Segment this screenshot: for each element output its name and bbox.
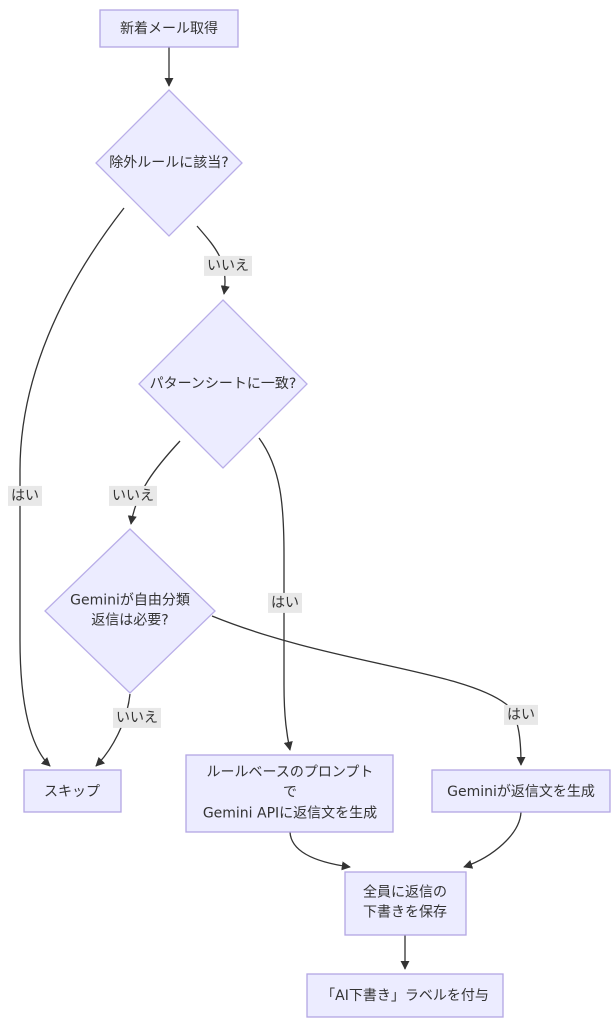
node-fetch-mail-shape — [99, 9, 239, 48]
edge-gemini-check-yes-to-gemini-generate — [211, 615, 526, 766]
edge-gemini-check-no-to-skip — [95, 693, 131, 767]
node-skip-shape — [23, 769, 122, 813]
node-add-label-shape — [306, 973, 504, 1018]
edge-pattern-yes-to-rule-prompt — [258, 437, 293, 751]
edge-exclusion-yes-to-skip — [19, 207, 125, 767]
edges — [19, 47, 526, 970]
decision-gemini-check-shape — [44, 528, 216, 694]
node-save-draft-shape — [344, 871, 467, 936]
edge-exclusion-no-to-pattern — [196, 225, 230, 295]
edge-pattern-no-to-gemini-check — [127, 440, 181, 525]
edge-gemini-generate-to-save-draft — [463, 811, 522, 869]
edge-rule-prompt-to-save-draft — [289, 831, 351, 871]
node-gemini-generate-shape — [431, 769, 611, 813]
decision-pattern-check-shape — [138, 299, 308, 469]
node-shapes — [23, 9, 611, 1018]
decision-exclusion-check-shape — [95, 89, 243, 237]
node-rule-prompt-shape — [185, 754, 394, 833]
